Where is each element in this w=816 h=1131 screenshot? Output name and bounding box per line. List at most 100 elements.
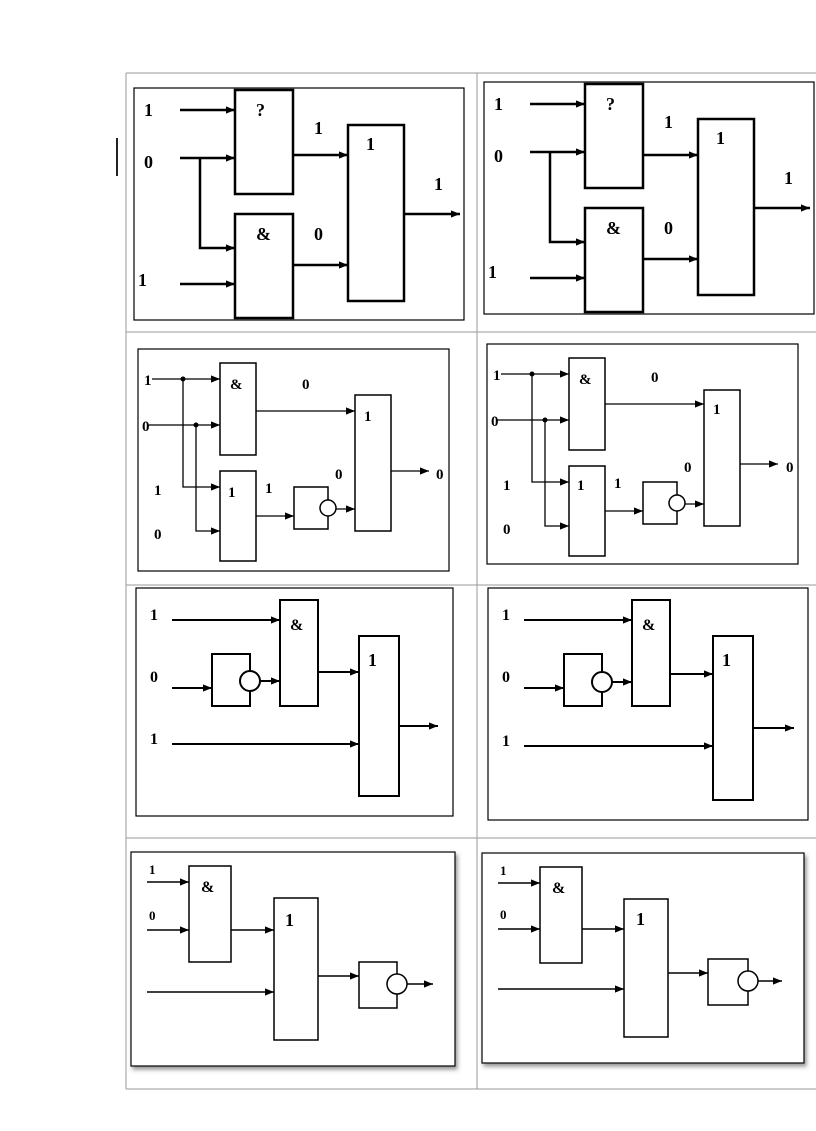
gate-unknown [583,82,645,190]
gate-and [583,206,645,314]
wires [498,879,782,993]
input-a-label: 1 [149,862,156,877]
gate-and [279,599,319,707]
input-d-label: 0 [154,527,162,543]
gate-or-symbol: 1 [368,650,377,670]
gate-and-symbol: & [606,218,621,238]
junction-dot [193,422,199,428]
gate-or-big-symbol: 1 [713,402,721,418]
gate-or-symbol: 1 [636,909,645,929]
inversion-circle [319,499,337,517]
circuit-diagram-1-right: 1 0 1 ? & 1 1 0 1 [483,81,815,315]
input-a-label: 1 [500,863,507,878]
gate-and-symbol: & [230,377,243,393]
input-a-label: 1 [494,94,503,114]
diagram-frame [135,587,454,817]
junction-dot [180,376,186,382]
diagram-frame [483,81,815,315]
inversion-circle [668,494,686,512]
gate-and [539,866,583,964]
input-b-label: 0 [149,908,156,923]
diagram-frame [487,587,809,821]
input-c-label: 1 [503,478,511,494]
circuit-diagram-3-left: 1 0 1 & 1 [135,587,454,817]
gate-and [188,865,232,963]
input-b-label: 0 [144,152,153,172]
circuit-diagram-2-left: 1 0 1 0 & 1 1 0 1 0 0 [137,348,450,572]
gate-and-symbol: & [201,879,214,896]
wire-and-out-value: 0 [651,370,659,386]
input-c-label: 1 [150,731,158,748]
input-b-label: 0 [500,907,507,922]
wire-not-out-value: 0 [335,467,343,483]
diagram-frame [137,348,450,572]
wires [147,878,433,996]
diagram-frame [133,87,465,321]
gate-or [273,897,319,1041]
gate-or-symbol: 1 [722,650,731,670]
gate-or [358,635,400,797]
output-value: 0 [786,460,794,476]
circuit-diagram-4-left: 1 0 & 1 [130,851,456,1067]
table-grid [125,72,816,1090]
gate-or-big [703,389,741,527]
input-b-label: 0 [494,146,503,166]
input-d-label: 0 [503,522,511,538]
inversion-circle [737,970,759,992]
gate-or-small [219,470,257,562]
input-b-label: 0 [150,669,158,686]
wire-bottom-value: 0 [664,218,673,238]
gate-or [696,117,756,297]
circuit-diagram-3-right: 1 0 1 & 1 [487,587,809,821]
output-value: 1 [434,174,443,194]
gate-and-symbol: & [290,617,303,634]
inversion-circle [386,973,408,995]
wires [172,616,438,748]
gate-and [219,362,257,456]
gate-and-symbol: & [642,617,655,634]
gate-and [631,599,671,707]
gate-and [233,212,295,320]
diagram-frame [486,343,799,565]
wire-or-out-value: 1 [265,481,273,497]
gate-or-big [354,394,392,532]
output-value: 1 [784,168,793,188]
gate-or [623,898,669,1038]
gate-unknown-symbol: ? [606,94,615,114]
gate-and-symbol: & [579,372,592,388]
input-a-label: 1 [493,368,501,384]
inversion-circle [239,670,261,692]
wire-top-value: 1 [664,112,673,132]
input-a-label: 1 [502,607,510,624]
input-a-label: 1 [144,373,152,389]
gate-unknown [233,88,295,196]
gate-or-big-symbol: 1 [364,409,372,425]
input-c-label: 1 [138,270,147,290]
output-value: 0 [436,467,444,483]
gate-or [712,635,754,801]
gate-unknown-symbol: ? [256,100,265,120]
gate-or-small-symbol: 1 [228,485,236,501]
wire-top-value: 1 [314,118,323,138]
wires [148,375,429,535]
circuit-diagram-2-right: 1 0 1 0 & 1 1 0 1 0 0 [486,343,799,565]
gate-or-symbol: 1 [716,128,725,148]
wire-or-out-value: 1 [614,476,622,492]
gate-or-symbol: 1 [285,910,294,930]
gate-or-symbol: 1 [366,134,375,154]
input-a-label: 1 [144,100,153,120]
wires [524,616,794,750]
input-c-label: 1 [154,483,162,499]
gate-or-small-symbol: 1 [577,478,585,494]
gate-and-symbol: & [256,224,271,244]
wire-not-out-value: 0 [684,460,692,476]
input-a-label: 1 [150,607,158,624]
wire-bottom-value: 0 [314,224,323,244]
input-c-label: 1 [488,262,497,282]
input-b-label: 0 [142,419,150,435]
input-c-label: 1 [502,733,510,750]
input-b-label: 0 [491,414,499,430]
junction-dot [542,417,548,423]
